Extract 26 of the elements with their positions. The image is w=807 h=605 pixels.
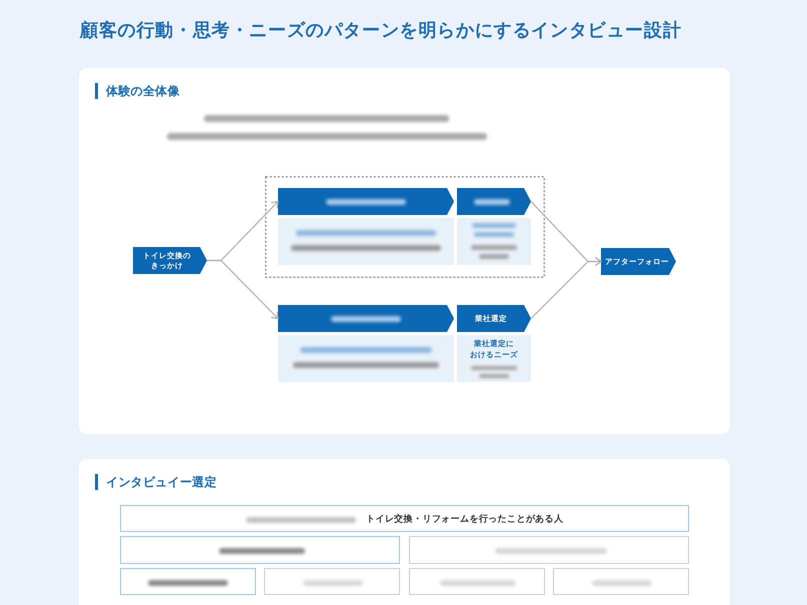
step-header — [457, 305, 531, 332]
step-header — [133, 247, 207, 274]
criteria-box — [264, 568, 400, 595]
step-header — [278, 305, 454, 332]
step-header — [601, 248, 676, 275]
criteria-box — [553, 568, 689, 595]
needs-panel — [457, 218, 531, 265]
step-header — [457, 188, 531, 215]
criteria-box — [409, 568, 545, 595]
section-heading: 体験の全体像 — [95, 83, 180, 99]
needs-panel — [457, 335, 531, 382]
needs-panel — [278, 335, 454, 382]
criteria-box — [120, 536, 400, 564]
card — [79, 68, 730, 434]
needs-panel — [278, 218, 454, 265]
section-heading: インタビュイー選定 — [95, 474, 217, 490]
criteria-box — [120, 505, 689, 532]
criteria-box — [120, 568, 256, 595]
criteria-box — [409, 536, 689, 564]
criteria-label: トイレ交換・リフォームを行ったことがある人 — [366, 512, 564, 525]
arrow — [207, 260, 279, 320]
page-title: 顧客の行動・思考・ニーズのパターンを明らかにするインタビュー設計 — [80, 19, 682, 41]
step-header — [278, 188, 454, 215]
dashed-frame — [265, 176, 545, 278]
card — [79, 459, 730, 605]
arrow — [530, 256, 602, 319]
